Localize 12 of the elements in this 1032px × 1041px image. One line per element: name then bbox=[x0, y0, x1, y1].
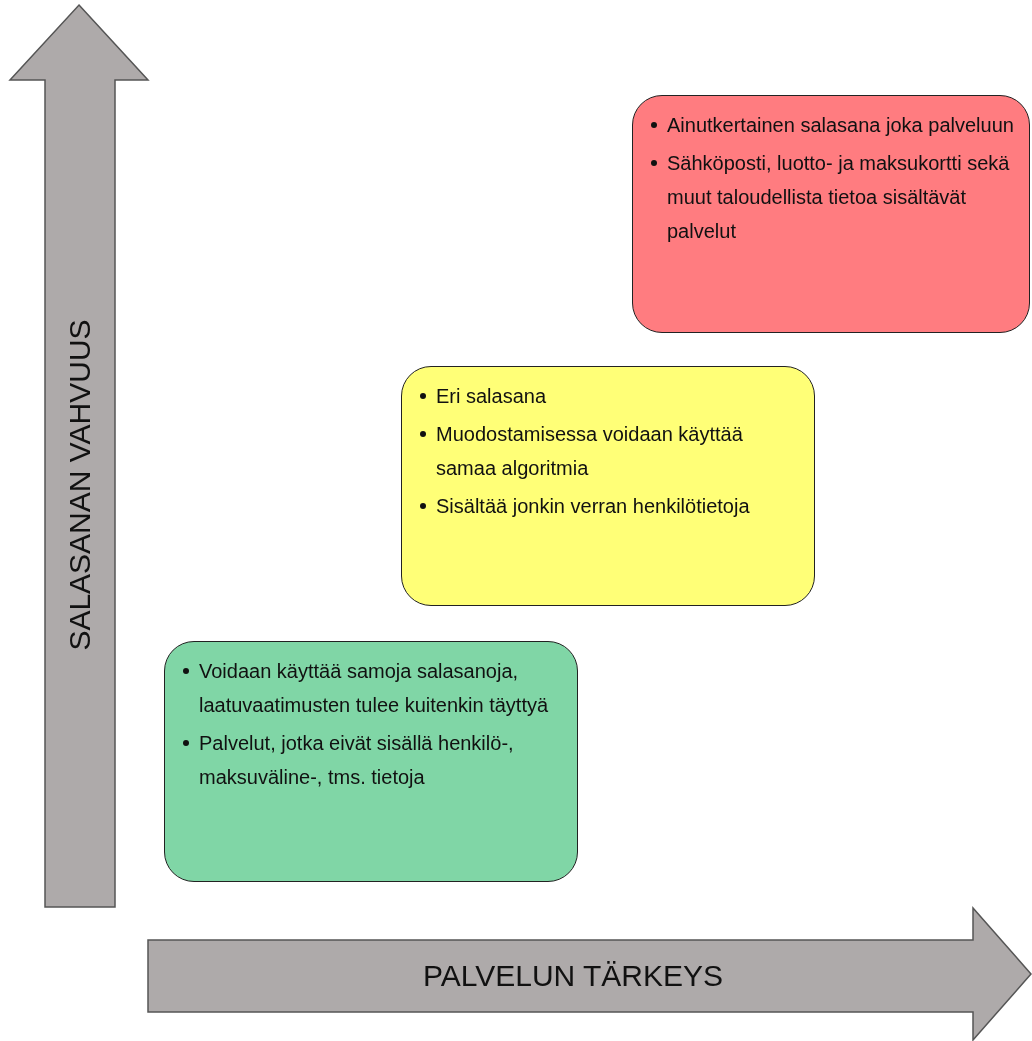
rounded-box bbox=[401, 366, 815, 606]
axis-label: SALASANAN VAHVUUS bbox=[63, 319, 97, 651]
bullet-text: Voidaan käyttää samoja salasanoja, laatuvaatimusten tulee kuitenkin täyttyä bbox=[183, 654, 563, 722]
bullet-text: Ainutkertainen salasana joka palveluun bbox=[651, 108, 1015, 142]
rounded-box bbox=[632, 95, 1030, 333]
bullet-text: Sähköposti, luotto- ja maksukortti sekä muut taloudellista tietoa sisältävät palvelut bbox=[651, 146, 1015, 248]
axis-label: PALVELUN TÄRKEYS bbox=[422, 959, 724, 993]
bullet-text: Palvelut, jotka eivät sisällä henkilö-, maksuväline-, tms. tietoja bbox=[183, 726, 563, 794]
bullet-text: Eri salasana bbox=[420, 379, 800, 413]
bullet-text: Sisältää jonkin verran henkilötietoja bbox=[420, 489, 800, 523]
rounded-box bbox=[164, 641, 578, 882]
bullet-text: Muodostamisessa voidaan käyttää samaa algoritmia bbox=[420, 417, 800, 485]
